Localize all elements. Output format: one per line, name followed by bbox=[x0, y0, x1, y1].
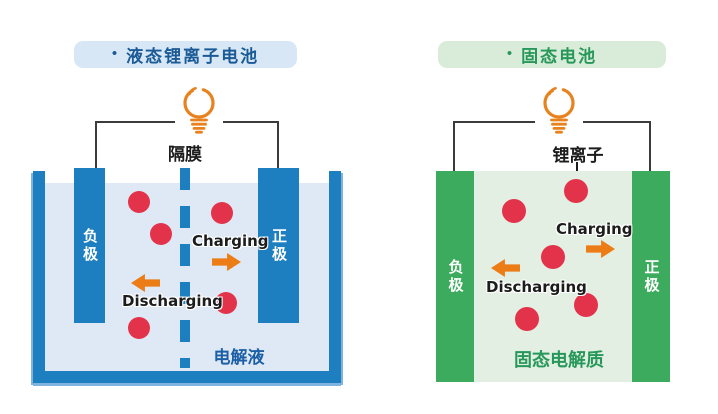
lithium-ion-dot bbox=[564, 179, 588, 203]
positive-electrode: 正极 bbox=[258, 168, 299, 323]
positive-electrode-label: 正极 bbox=[270, 227, 286, 264]
lithium-ion-dot bbox=[211, 202, 233, 224]
wire bbox=[223, 121, 279, 124]
discharging-label: Discharging bbox=[486, 278, 587, 296]
charging-label: Charging bbox=[192, 232, 269, 250]
wire bbox=[95, 121, 98, 170]
discharging-label: Discharging bbox=[122, 292, 223, 310]
bullet-dot: • bbox=[506, 46, 513, 62]
charging-label: Charging bbox=[556, 220, 633, 238]
tank-wall-left bbox=[33, 171, 45, 383]
negative-electrode: 负极 bbox=[74, 168, 105, 323]
positive-electrode: 正极 bbox=[632, 171, 670, 382]
bullet-dot: • bbox=[111, 46, 118, 62]
tank-bottom bbox=[33, 371, 341, 383]
lithium-ion-label: 锂离子 bbox=[552, 146, 604, 165]
light-bulb-icon bbox=[543, 86, 575, 134]
lithium-ion-dot bbox=[128, 191, 150, 213]
lithium-ion-dot bbox=[128, 317, 150, 339]
lithium-ion-dot bbox=[515, 307, 539, 331]
liquid-battery-title: 液态锂离子电池 bbox=[126, 47, 260, 66]
solid-battery-title: 固态电池 bbox=[521, 47, 598, 66]
negative-electrode-label: 负极 bbox=[81, 227, 97, 264]
liquid-battery-title-badge: • 液态锂离子电池 bbox=[74, 41, 297, 68]
wire bbox=[649, 121, 652, 172]
wire bbox=[453, 121, 535, 124]
tank-wall-right bbox=[329, 171, 341, 383]
wire bbox=[583, 121, 651, 124]
wire bbox=[453, 121, 456, 172]
separator-membrane bbox=[180, 168, 190, 368]
solid-electrolyte-area bbox=[474, 171, 632, 382]
lithium-ion-dot bbox=[574, 293, 598, 317]
positive-electrode-label: 正极 bbox=[642, 258, 659, 295]
lithium-ion-dot bbox=[215, 292, 237, 314]
lithium-ion-dot bbox=[502, 199, 526, 223]
negative-electrode: 负极 bbox=[436, 171, 474, 382]
electrolyte-label: 电解液 bbox=[213, 348, 265, 367]
wire bbox=[95, 121, 175, 124]
solid-battery-title-badge: • 固态电池 bbox=[438, 41, 666, 68]
negative-electrode-label: 负极 bbox=[446, 258, 463, 295]
separator-label: 隔膜 bbox=[168, 145, 202, 164]
solid-electrolyte-label: 固态电解质 bbox=[514, 350, 604, 370]
lithium-ion-dot bbox=[150, 223, 172, 245]
light-bulb-icon bbox=[183, 86, 215, 134]
wire bbox=[277, 121, 280, 170]
lithium-ion-dot bbox=[541, 245, 565, 269]
